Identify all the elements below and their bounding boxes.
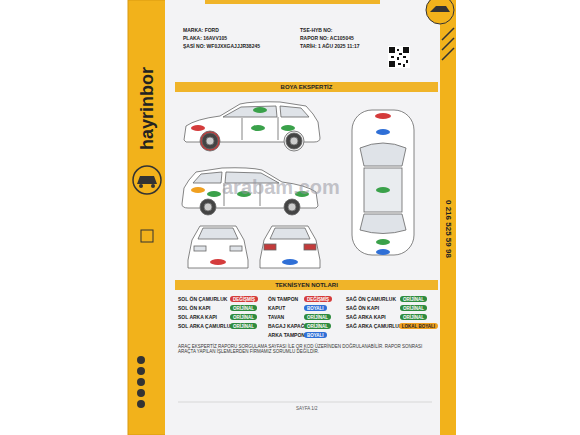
status-pill: DEĞİŞMİŞ: [230, 296, 258, 302]
report-text: ARAÇ EKSPERTİZ RAPORU SORGULAMA SAYFASI …: [178, 344, 428, 354]
report-text: SAĞ ÖN KAPI: [346, 306, 379, 312]
report-text: SAYFA 1/2: [296, 406, 317, 411]
report-text: PLAKA: 16AVV105: [183, 36, 227, 42]
status-pill: BOYALI: [304, 332, 327, 338]
report-text: SOL ÖN KAPI: [178, 306, 210, 312]
pill-text: ORİJİNAL: [307, 315, 328, 320]
report-text: RAPOR NO: AC105045: [300, 36, 354, 42]
brand-name: hayrinbor: [137, 67, 158, 150]
band-title: BOYA EKSPERTİZ: [179, 84, 434, 90]
report-text: BAGAJ KAPAĞI: [268, 324, 306, 330]
report-text: 0 216 525 59 98: [444, 200, 453, 258]
report-text: SAĞ ARKA KAPI: [346, 315, 386, 321]
status-pill: LOKAL BOYALI: [399, 323, 438, 329]
report-text: ÖN TAMPON: [268, 297, 298, 303]
status-pill: BOYALI: [304, 305, 327, 311]
report-text: SAĞ ARKA ÇAMURLUK: [346, 324, 403, 330]
pill-text: ORİJİNAL: [233, 306, 254, 311]
status-pill: ORİJİNAL: [304, 314, 331, 320]
section-band: TEKNİSYEN NOTLARI: [175, 280, 438, 290]
status-pill: ORİJİNAL: [400, 314, 427, 320]
report-text: ŞASİ NO: WF0JXXGAJJJR38245: [183, 44, 260, 50]
status-pill: ORİJİNAL: [230, 323, 257, 329]
status-pill: ORİJİNAL: [304, 323, 331, 329]
report-text: TSE-HYB NO:: [300, 28, 333, 34]
report-text: TARİH: 1 AĞU 2025 11:17: [300, 44, 359, 50]
section-band: BOYA EKSPERTİZ: [175, 82, 438, 92]
pill-text: DEĞİŞMİŞ: [307, 297, 329, 302]
pill-text: ORİJİNAL: [233, 315, 254, 320]
status-pill: ORİJİNAL: [400, 296, 427, 302]
pill-text: ORİJİNAL: [403, 315, 424, 320]
report-text: SAĞ ÖN ÇAMURLUK: [346, 297, 396, 303]
pill-text: BOYALI: [307, 333, 324, 338]
band-title: TEKNİSYEN NOTLARI: [179, 282, 434, 288]
status-pill: ORİJİNAL: [230, 314, 257, 320]
pill-text: ORİJİNAL: [233, 324, 254, 329]
report-text: KAPUT: [268, 306, 285, 312]
report-text: SOL ARKA KAPI: [178, 315, 217, 321]
status-pill: ORİJİNAL: [230, 305, 257, 311]
report-text: SOL ARKA ÇAMURLUK: [178, 324, 234, 330]
report-text: ARKA TAMPON: [268, 333, 305, 339]
report-text: TAVAN: [268, 315, 284, 321]
watermark: arabam.com: [222, 176, 340, 199]
report-text: SOL ÖN ÇAMURLUK: [178, 297, 227, 303]
pill-text: ORİJİNAL: [307, 324, 328, 329]
pill-text: BOYALI: [307, 306, 324, 311]
status-pill: ORİJİNAL: [400, 305, 427, 311]
report-text: MARKA: FORD: [183, 28, 219, 34]
pill-text: ORİJİNAL: [403, 297, 424, 302]
pill-text: LOKAL BOYALI: [402, 324, 435, 329]
status-pill: DEĞİŞMİŞ: [304, 296, 332, 302]
pill-text: ORİJİNAL: [403, 306, 424, 311]
pill-text: DEĞİŞMİŞ: [233, 297, 255, 302]
